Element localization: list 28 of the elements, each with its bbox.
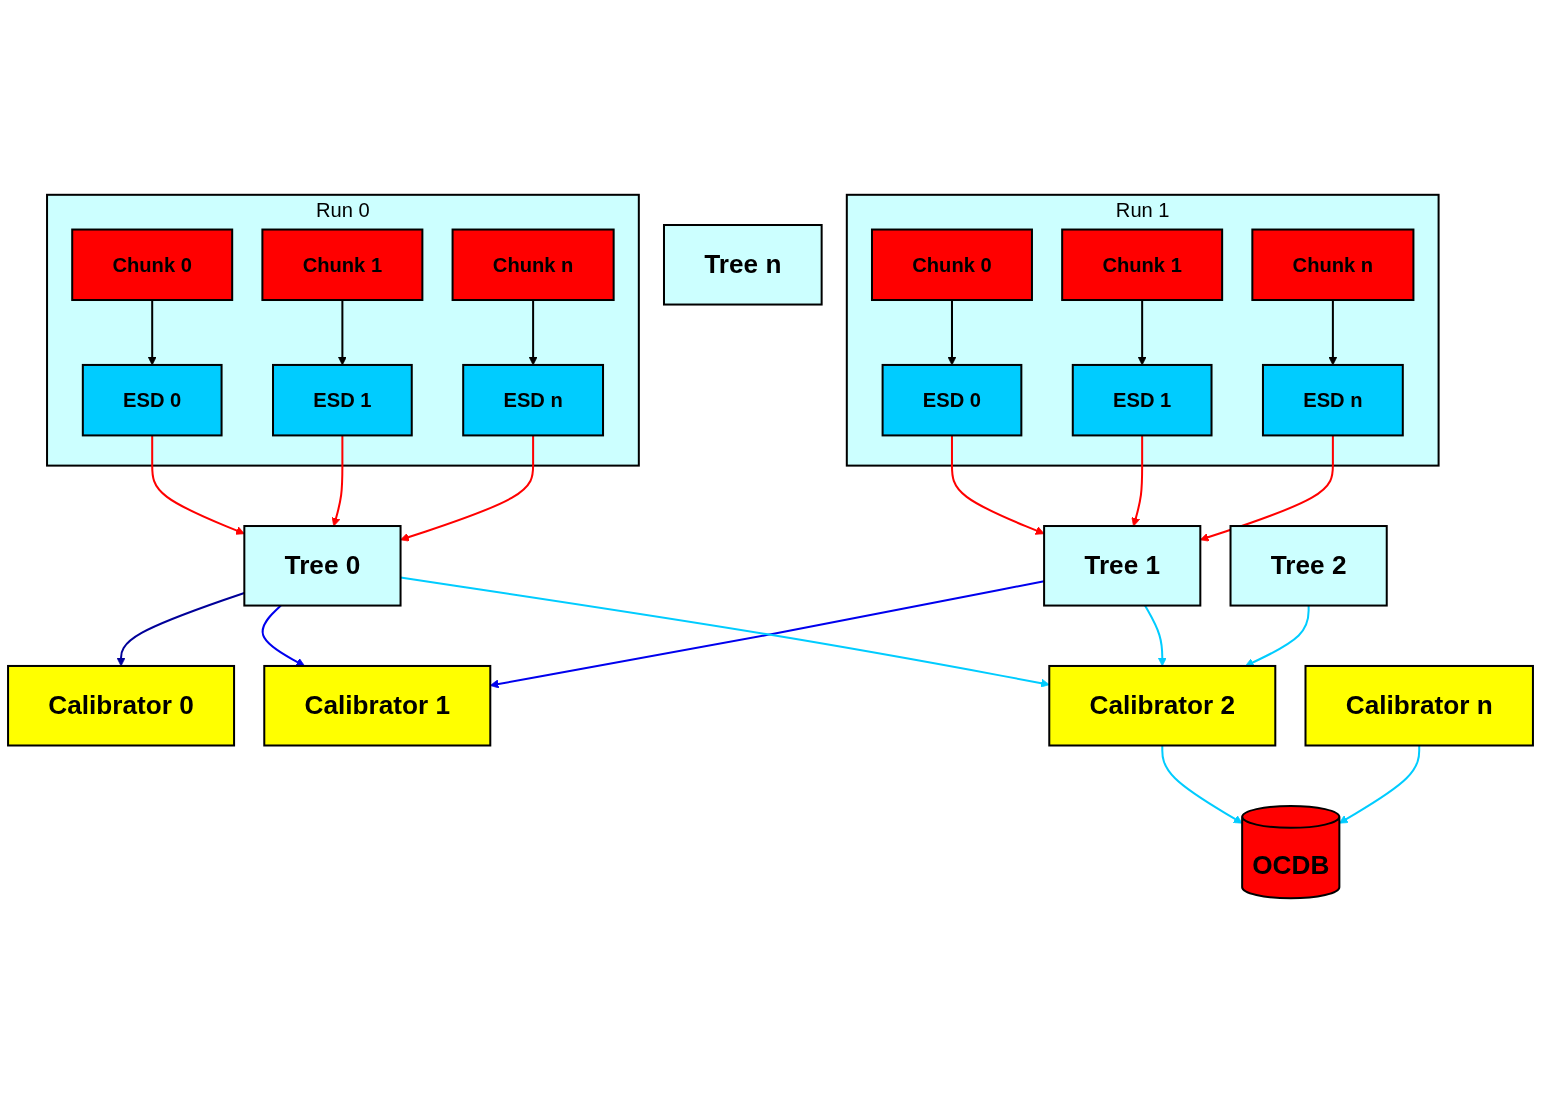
- node-box: Calibrator n: [1304, 664, 1534, 747]
- node-box: Tree 0: [243, 525, 402, 607]
- arrow: [1131, 435, 1144, 527]
- node-box: Chunk 1: [1061, 228, 1224, 301]
- node-box: Tree 1: [1043, 525, 1202, 607]
- node-box: Calibrator 2: [1048, 664, 1277, 747]
- arrow: [1338, 745, 1421, 824]
- node-box: Tree 2: [1229, 525, 1388, 607]
- node-box: Chunk 0: [870, 228, 1033, 301]
- node-box: Chunk n: [1251, 228, 1415, 301]
- node-box: ESD 0: [81, 363, 223, 437]
- node-box: ESD 1: [272, 363, 413, 437]
- node-box: Chunk 0: [71, 228, 234, 301]
- arrow: [950, 435, 1045, 535]
- node-box: ESD n: [462, 363, 605, 437]
- node-box: Tree n: [663, 224, 823, 306]
- arrow: [400, 435, 535, 542]
- arrow: [1161, 745, 1243, 824]
- node-box: Chunk n: [451, 228, 615, 301]
- node-box: Calibrator 1: [263, 664, 492, 747]
- node-box: Chunk 1: [261, 228, 424, 301]
- node-box: ESD 0: [881, 363, 1023, 437]
- arrow: [400, 576, 1050, 688]
- node-box: ESD 1: [1071, 363, 1213, 437]
- node-box: Calibrator 0: [7, 664, 236, 747]
- arrow: [151, 435, 245, 535]
- arrow: [331, 435, 344, 527]
- node-box: ESD n: [1261, 363, 1404, 437]
